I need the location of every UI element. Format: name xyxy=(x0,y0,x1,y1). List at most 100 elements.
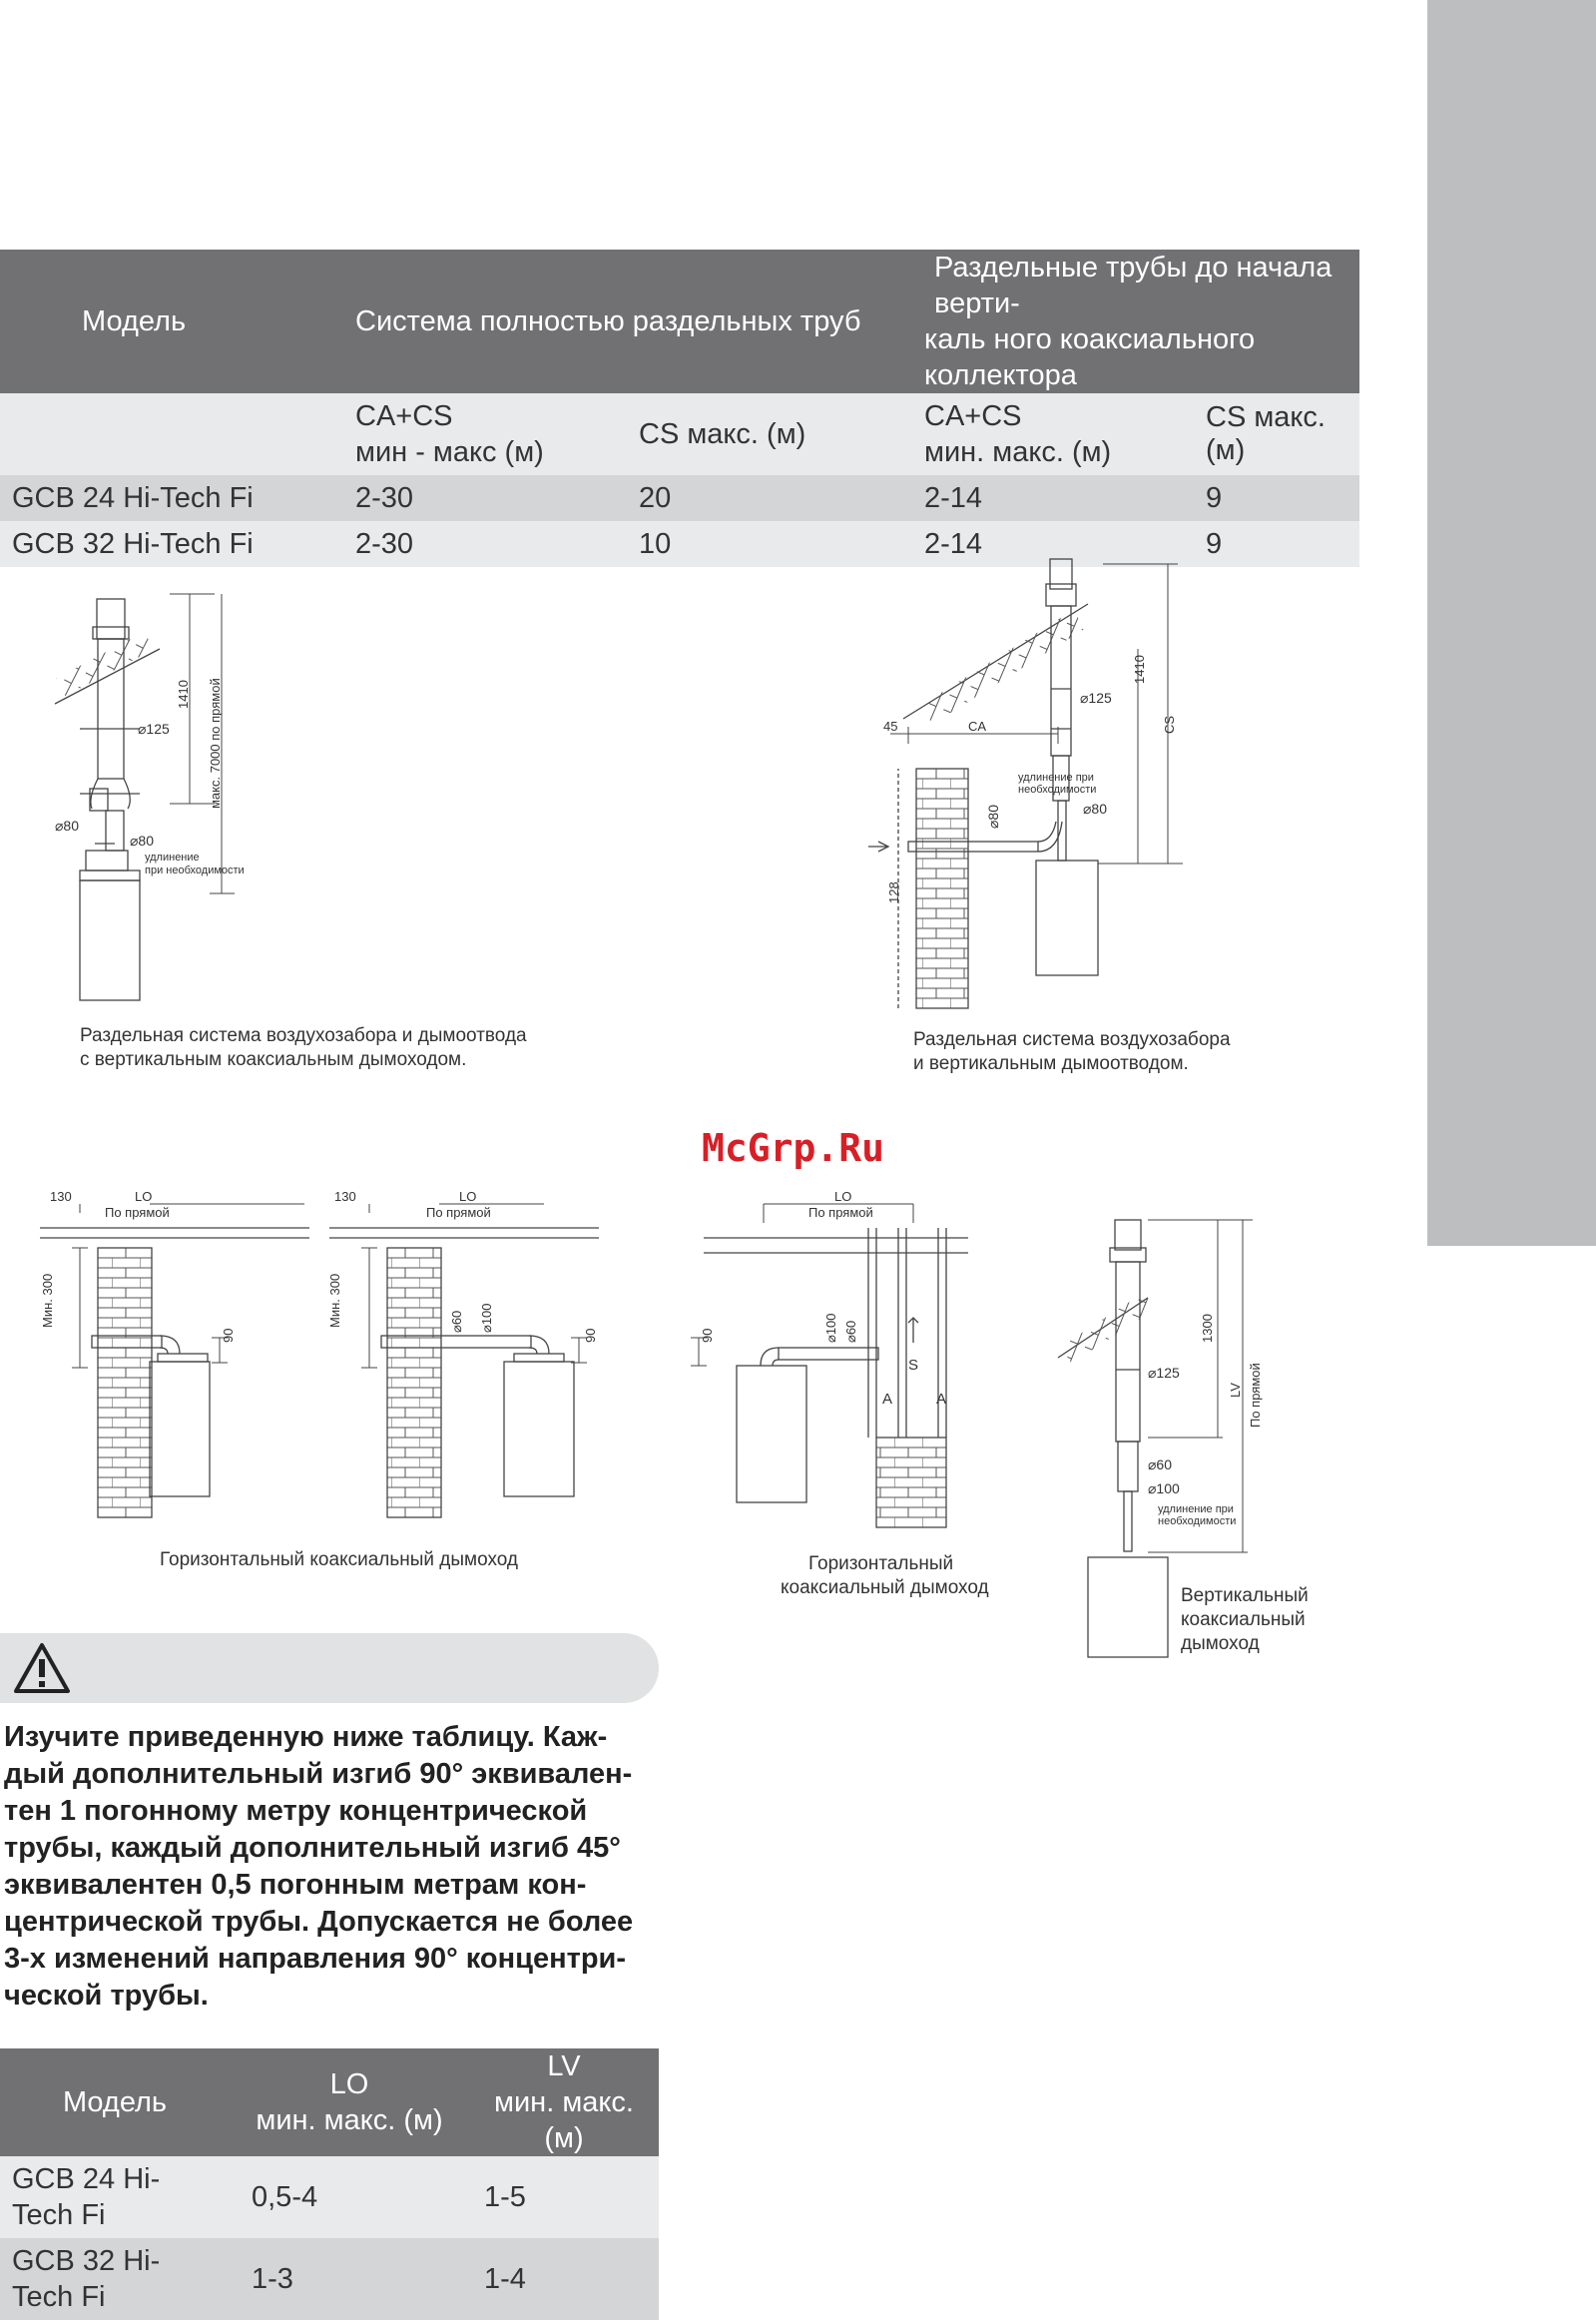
cell-value: 9 xyxy=(1194,521,1359,567)
warning-bar xyxy=(0,1633,659,1703)
diagram-horizontal-coaxial-shaft: LO По прямой 90 ⌀100 ⌀60 S A A xyxy=(691,1189,968,1528)
diagram-separate-vertical-coaxial: 1410 макс. 7000 по прямой ⌀125 ⌀80 ⌀80 у… xyxy=(54,593,245,1001)
warning-line: центрической трубы. Допускается не более xyxy=(4,1906,634,1938)
d1-dim-1410: 1410 xyxy=(176,680,191,709)
d2-caption-line2: и вертикальным дымоотводом. xyxy=(913,1053,1189,1074)
subheader-cs-max-1: CS макс. (м) xyxy=(627,393,912,475)
header-vertical-line1: Раздельные трубы до начала верти- xyxy=(934,252,1332,319)
cell-value: 2-30 xyxy=(343,475,627,521)
cell-model: GCB 24 Hi- Tech Fi xyxy=(0,2156,230,2238)
d6-caption-line3: дымоход xyxy=(1181,1633,1260,1654)
d1-d80a: ⌀80 xyxy=(55,818,79,834)
d5-a1: A xyxy=(882,1391,892,1408)
warning-line: дый дополнительный изгиб 90° эквивален- xyxy=(4,1758,633,1790)
lo-lv-table: Модель LO мин. макс. (м) LV мин. макс. (… xyxy=(0,2048,659,2320)
t2-header-lo-label: LO xyxy=(329,2068,369,2100)
d5-d100: ⌀100 xyxy=(823,1313,838,1343)
subheader-caccs-2: CA+CS мин. макс. (м) xyxy=(912,393,1194,475)
flue-diagrams: 1410 макс. 7000 по прямой ⌀125 ⌀80 ⌀80 у… xyxy=(40,558,1309,1658)
d2-ext1: удлинение при xyxy=(1018,772,1094,784)
subheader-caccs-2-label: CA+CS xyxy=(924,400,1022,432)
flue-length-table: Модель Система полностью раздельных труб… xyxy=(0,250,1359,567)
subheader-caccs-1-label: CA+CS xyxy=(355,400,453,432)
d6-caption-line2: коаксиальный xyxy=(1181,1609,1306,1630)
d5-straight: По прямой xyxy=(808,1205,873,1220)
d2-d125: ⌀125 xyxy=(1080,690,1112,706)
cell-value: 2-14 xyxy=(912,475,1194,521)
header-vertical-system: Раздельные трубы до начала верти- каль н… xyxy=(912,250,1359,393)
t2-header-lo: LO мин. макс. (м) xyxy=(230,2048,469,2156)
d1-d80b: ⌀80 xyxy=(130,833,154,849)
d2-dim-1410: 1410 xyxy=(1132,655,1147,684)
table-row: GCB 32 Hi-Tech Fi 2-30 10 2-14 9 xyxy=(0,521,1359,567)
d2-dim-45: 45 xyxy=(883,719,897,734)
d1-dim-max: макс. 7000 по прямой xyxy=(208,678,223,809)
d4-dim-90: 90 xyxy=(583,1329,598,1343)
d1-caption-line2: с вертикальным коаксиальным дымоходом. xyxy=(80,1049,466,1070)
cell-value: 9 xyxy=(1194,475,1359,521)
cell-model: GCB 24 Hi-Tech Fi xyxy=(0,475,343,521)
d6-lv: LV xyxy=(1228,1383,1243,1398)
d6-d60: ⌀60 xyxy=(1148,1456,1172,1472)
cell-model-line1: GCB 32 Hi- xyxy=(12,2245,161,2277)
cell-value: 20 xyxy=(627,475,912,521)
warning-text: Изучите приведенную ниже таблицу. Каж- д… xyxy=(4,1719,663,2015)
d3-dim-90: 90 xyxy=(221,1329,236,1343)
d2-ext2: необходимости xyxy=(1018,784,1096,796)
table-row: GCB 24 Hi-Tech Fi 2-30 20 2-14 9 xyxy=(0,475,1359,521)
header-vertical-line2: каль ного коаксиального коллектора xyxy=(924,323,1256,391)
d3-min300: Мин. 300 xyxy=(40,1274,55,1328)
cell-lv: 1-4 xyxy=(469,2238,659,2320)
d2-dim-ca: CA xyxy=(968,719,986,734)
cell-lo: 1-3 xyxy=(230,2238,469,2320)
diagram-separate-vertical-flue: 1410 CS ⌀125 ⌀80 ⌀80 45 CA 128 удлинение… xyxy=(868,558,1183,1009)
d3-straight: По прямой xyxy=(105,1205,170,1220)
header-full-system: Система полностью раздельных труб xyxy=(343,250,912,393)
cell-model-line2: Tech Fi xyxy=(12,2199,106,2231)
d4-dim-130: 130 xyxy=(334,1189,356,1204)
cell-lv: 1-5 xyxy=(469,2156,659,2238)
warning-triangle-icon xyxy=(14,1643,70,1693)
warning-line: Изучите приведенную ниже таблицу. Каж- xyxy=(4,1721,608,1753)
d2-dim-128: 128 xyxy=(886,881,901,903)
d4-straight: По прямой xyxy=(426,1205,491,1220)
warning-line: 3-х изменений направления 90° концентри- xyxy=(4,1943,627,1975)
subheader-range-2: мин. макс. (м) xyxy=(924,436,1112,468)
warning-line: эквивалентен 0,5 погонным метрам кон- xyxy=(4,1869,587,1901)
table-row: GCB 32 Hi- Tech Fi 1-3 1-4 xyxy=(0,2238,659,2320)
d6-ext1: удлинение при xyxy=(1158,1503,1234,1515)
t2-header-lv: LV мин. макс. (м) xyxy=(469,2048,659,2156)
t2-header-lv-range: мин. макс. (м) xyxy=(494,2086,634,2154)
d4-dim-lo: LO xyxy=(459,1189,476,1204)
warning-line: тен 1 погонному метру концентрической xyxy=(4,1795,588,1827)
d6-d125: ⌀125 xyxy=(1148,1365,1180,1381)
d4-d100: ⌀100 xyxy=(479,1303,494,1333)
cell-model-line1: GCB 24 Hi- xyxy=(12,2163,161,2195)
d6-straight: По прямой xyxy=(1248,1363,1263,1428)
cell-lo: 0,5-4 xyxy=(230,2156,469,2238)
t2-header-model: Модель xyxy=(0,2048,230,2156)
diagram-vertical-coaxial: 1300 LV По прямой ⌀125 ⌀60 ⌀100 удлинени… xyxy=(1057,1219,1263,1658)
d3-dim-130: 130 xyxy=(50,1189,72,1204)
d6-caption-line1: Вертикальный xyxy=(1181,1585,1309,1606)
d5-d60: ⌀60 xyxy=(843,1321,858,1343)
d6-ext2: необходимости xyxy=(1158,1515,1236,1527)
d5-caption-line1: Горизонтальный xyxy=(808,1553,953,1574)
d3-dim-lo: LO xyxy=(135,1189,152,1204)
d5-a2: A xyxy=(936,1391,946,1408)
t2-header-lv-label: LV xyxy=(547,2050,581,2082)
d1-d125: ⌀125 xyxy=(138,721,170,737)
diagram-horizontal-coaxial-a: 130 LO По прямой Мин. 300 90 xyxy=(40,1189,309,1518)
header-model: Модель xyxy=(0,250,343,393)
diagram-horizontal-coaxial-b: 130 LO По прямой Мин. 300 ⌀60 ⌀100 90 xyxy=(327,1189,599,1518)
warning-line: ческой трубы. xyxy=(4,1980,209,2012)
d1-caption-line1: Раздельная система воздухозабора и дымоо… xyxy=(80,1025,527,1046)
subheader-cs-max-2: CS макс. (м) xyxy=(1194,393,1359,475)
d34-caption: Горизонтальный коаксиальный дымоход xyxy=(160,1549,518,1570)
cell-value: 10 xyxy=(627,521,912,567)
cell-value: 2-14 xyxy=(912,521,1194,567)
d4-d60: ⌀60 xyxy=(449,1311,464,1333)
warning-line: трубы, каждый дополнительный изгиб 45° xyxy=(4,1832,621,1864)
d4-min300: Мин. 300 xyxy=(327,1274,342,1328)
d2-d80b: ⌀80 xyxy=(985,805,1001,829)
